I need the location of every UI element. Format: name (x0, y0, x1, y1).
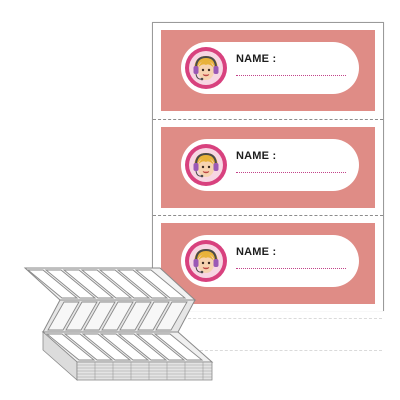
faint-fold-line (168, 318, 382, 319)
name-label-sticker: NAME : (161, 30, 375, 111)
perforation-line (153, 215, 383, 216)
perforation-line (153, 119, 383, 120)
girl-with-headphones-icon (189, 51, 223, 85)
name-writing-line (236, 268, 346, 269)
avatar (185, 144, 227, 186)
fanfold-middle-strip (42, 299, 196, 333)
name-field-pill: NAME : (181, 42, 359, 94)
name-field-pill: NAME : (181, 139, 359, 191)
label-sheet: NAME : (152, 22, 384, 311)
name-label-text: NAME : (236, 150, 277, 162)
girl-with-headphones-icon (189, 244, 223, 278)
name-label-sticker: NAME : (161, 127, 375, 208)
fanfold-bottom-stack (41, 331, 214, 381)
name-writing-line (236, 75, 346, 76)
name-writing-line (236, 172, 346, 173)
fanfold-top-strip (23, 267, 197, 301)
name-label-text: NAME : (236, 53, 277, 65)
avatar (185, 47, 227, 89)
girl-with-headphones-icon (189, 148, 223, 182)
faint-fold-line (190, 350, 382, 351)
avatar (185, 240, 227, 282)
name-field-pill: NAME : (181, 235, 359, 287)
name-label-text: NAME : (236, 246, 277, 258)
name-label-sticker: NAME : (161, 223, 375, 304)
